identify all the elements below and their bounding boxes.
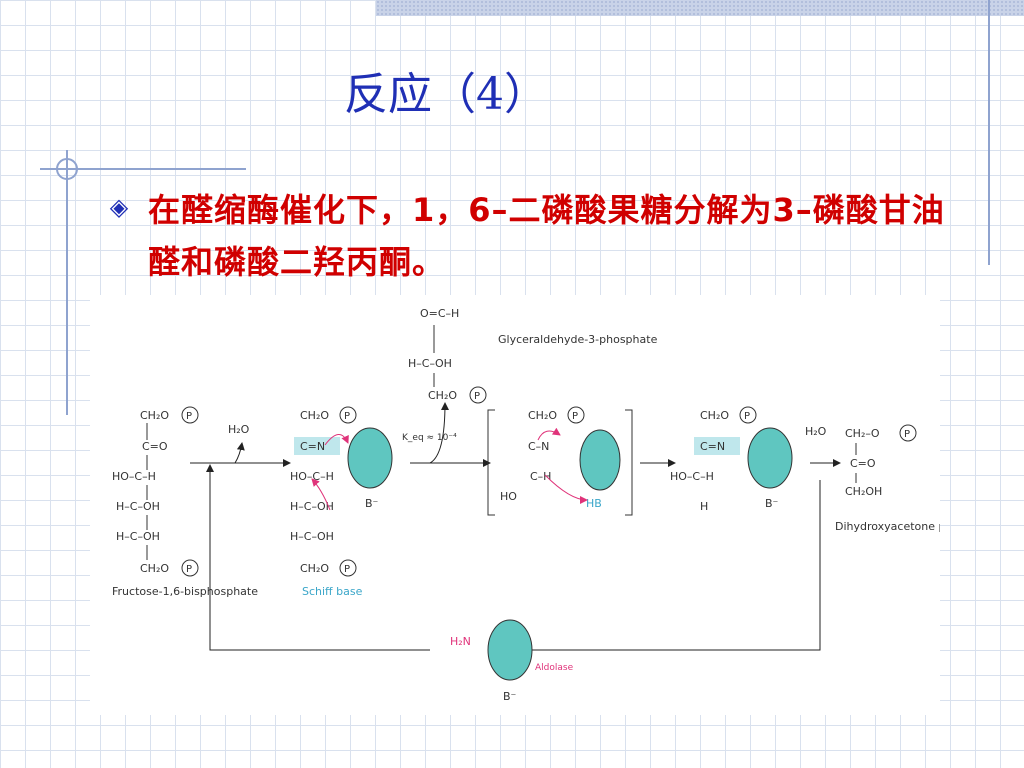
diamond-bullet-icon: ◈ xyxy=(109,193,129,221)
enzyme-blob-3 xyxy=(747,427,793,489)
svg-text:CH₂O: CH₂O xyxy=(700,409,729,422)
bullet-text: 在醛缩酶催化下，1，6–二磷酸果糖分解为3–磷酸甘油醛和磷酸二羟丙酮。 xyxy=(148,191,945,281)
slide-title: 反应（4） xyxy=(344,69,548,120)
svg-text:HO: HO xyxy=(500,490,517,503)
svg-text:CH₂O: CH₂O xyxy=(528,409,557,422)
arrow-regeneration xyxy=(509,480,821,654)
svg-text:HO–C–H: HO–C–H xyxy=(290,470,334,483)
svg-text:C–N: C–N xyxy=(528,440,549,453)
top-pattern-band xyxy=(376,0,1024,16)
enzyme-blob-free xyxy=(487,619,533,681)
svg-text:P: P xyxy=(744,411,750,422)
svg-text:P: P xyxy=(904,429,910,440)
aldolase-mechanism-figure: CH₂O P C=O HO–C–H H–C–OH H–C–OH CH₂O P F… xyxy=(90,295,997,715)
glyceraldehyde-3-phosphate-structure: O=C–H H–C–OH CH₂O P Glyceraldehyde-3-pho… xyxy=(408,307,658,404)
svg-text:C=N: C=N xyxy=(300,440,325,453)
svg-text:CH₂O: CH₂O xyxy=(428,389,457,402)
label-aldolase: Aldolase xyxy=(535,663,574,673)
svg-text:P: P xyxy=(344,411,350,422)
enzyme-blob-2 xyxy=(579,429,621,491)
svg-text:C=O: C=O xyxy=(850,457,876,470)
svg-text:H: H xyxy=(700,500,708,513)
decorative-ring xyxy=(56,158,78,180)
decorative-horizontal-line xyxy=(40,168,246,170)
fructose-bisphosphate-structure: CH₂O P C=O HO–C–H H–C–OH H–C–OH CH₂O P F… xyxy=(112,406,258,598)
svg-text:CH₂O: CH₂O xyxy=(300,409,329,422)
svg-text:CH₂–O: CH₂–O xyxy=(845,427,880,440)
svg-text:H₂N: H₂N xyxy=(450,635,471,648)
phosphate-icon: P xyxy=(186,411,192,422)
schiff-base-structure: CH₂O P C=N HO–C–H H–C–OH H–C–OH CH₂O P S… xyxy=(290,406,363,598)
bracket-right xyxy=(625,409,633,516)
decorative-vertical-line-right xyxy=(988,0,990,265)
svg-text:HO–C–H: HO–C–H xyxy=(112,470,156,483)
svg-text:CH₂O: CH₂O xyxy=(140,562,169,575)
svg-text:H₂O: H₂O xyxy=(805,425,827,438)
label-gap: Glyceraldehyde-3-phosphate xyxy=(498,333,658,346)
svg-text:H–C–OH: H–C–OH xyxy=(290,500,334,513)
svg-text:P: P xyxy=(474,391,480,402)
svg-text:HO–C–H: HO–C–H xyxy=(670,470,714,483)
svg-text:B⁻: B⁻ xyxy=(765,497,779,510)
keq-label: K_eq ≈ 10⁻⁴ xyxy=(402,433,457,443)
mechanism-diagram: CH₂O P C=O HO–C–H H–C–OH H–C–OH CH₂O P F… xyxy=(112,307,997,703)
svg-text:H–C–OH: H–C–OH xyxy=(116,530,160,543)
svg-text:H–C–OH: H–C–OH xyxy=(408,357,452,370)
svg-text:CH₂OH: CH₂OH xyxy=(845,485,882,498)
decorative-vertical-line-left xyxy=(66,150,68,415)
svg-text:C=N: C=N xyxy=(700,440,725,453)
bracket-left xyxy=(487,409,495,516)
svg-text:C–H: C–H xyxy=(530,470,551,483)
svg-text:CH₂O: CH₂O xyxy=(300,562,329,575)
svg-text:B⁻: B⁻ xyxy=(503,690,517,703)
svg-text:C=O: C=O xyxy=(142,440,168,453)
svg-text:CH₂O: CH₂O xyxy=(140,409,169,422)
svg-text:HB: HB xyxy=(586,497,602,510)
label-fructose: Fructose-1,6-bisphosphate xyxy=(112,585,258,598)
svg-text:P: P xyxy=(186,564,192,575)
label-dhap: Dihydroxyacetone phosphate xyxy=(835,520,940,533)
svg-text:P: P xyxy=(572,411,578,422)
svg-text:P: P xyxy=(344,564,350,575)
svg-text:B⁻: B⁻ xyxy=(365,497,379,510)
svg-text:H–C–OH: H–C–OH xyxy=(290,530,334,543)
svg-text:O=C–H: O=C–H xyxy=(420,307,459,320)
dhap-structure: CH₂–O P C=O CH₂OH Dihydroxyacetone phosp… xyxy=(835,424,997,533)
water-label: H₂O xyxy=(228,423,250,436)
label-schiff: Schiff base xyxy=(302,585,363,598)
svg-text:H–C–OH: H–C–OH xyxy=(116,500,160,513)
enzyme-blob-1 xyxy=(347,427,393,489)
